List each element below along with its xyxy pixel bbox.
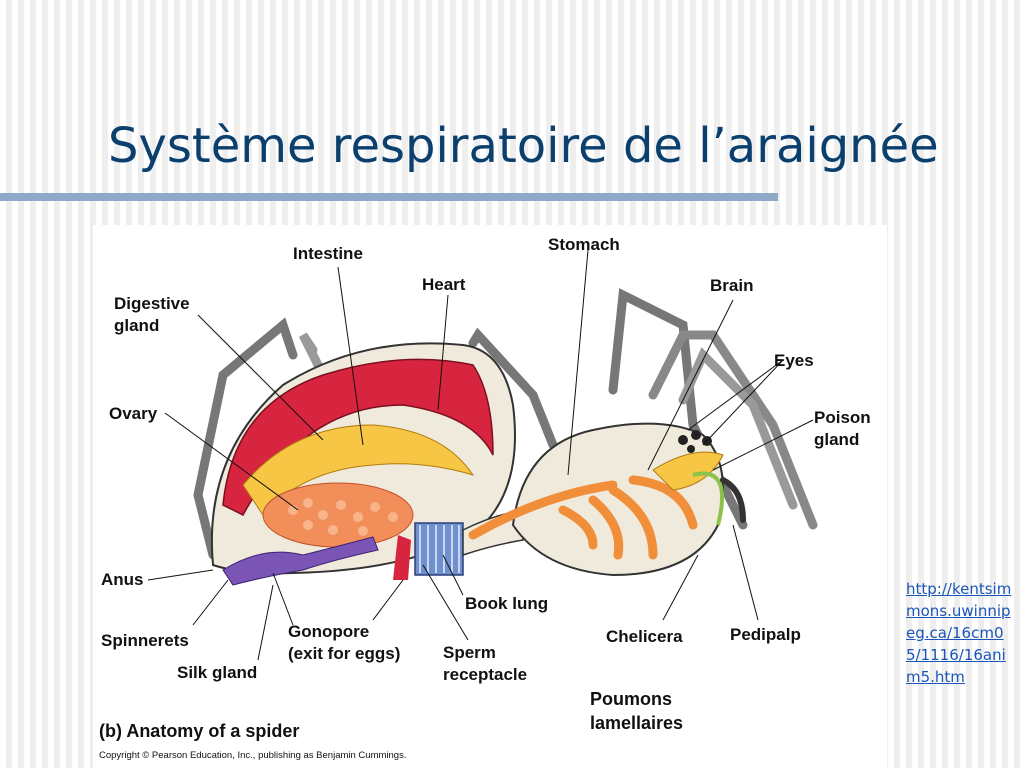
annotation-poumons-lamellaires: Poumons lamellaires: [590, 687, 683, 735]
poumons-line2: lamellaires: [590, 713, 684, 733]
spider-illustration: [147, 249, 818, 661]
label-eyes: Eyes: [774, 351, 814, 370]
leader-lines: [147, 249, 814, 661]
figure-caption: (b) Anatomy of a spider: [99, 721, 300, 741]
label-sperm-receptacle-line2: receptacle: [443, 665, 528, 684]
label-poison-gland-line1: Poison: [814, 408, 871, 427]
book-lung-lamellae: [419, 525, 460, 573]
label-digestive-gland-line2: gland: [114, 316, 160, 335]
label-pedipalp: Pedipalp: [730, 625, 801, 644]
label-gonopore-line1: Gonopore: [288, 622, 370, 641]
label-book-lung: Book lung: [465, 594, 549, 613]
label-anus: Anus: [101, 570, 144, 589]
title-divider: [0, 193, 778, 201]
label-spinnerets: Spinnerets: [101, 631, 189, 650]
figure-copyright: Copyright © Pearson Education, Inc., pub…: [99, 750, 407, 761]
source-link[interactable]: http://kentsimmons.uwinnipeg.ca/16cm05/1…: [906, 580, 1012, 686]
stomach-branches: [468, 475, 698, 560]
label-stomach: Stomach: [548, 235, 620, 254]
poumons-line1: Poumons: [590, 689, 673, 709]
label-poison-gland-line2: gland: [814, 430, 860, 449]
label-ovary: Ovary: [109, 404, 158, 423]
label-intestine: Intestine: [293, 244, 363, 263]
label-silk-gland: Silk gland: [177, 663, 258, 682]
label-heart: Heart: [422, 275, 466, 294]
spider-anatomy-figure: Intestine Stomach Heart Brain Digestive …: [93, 225, 887, 768]
label-gonopore-line2: (exit for eggs): [288, 644, 401, 663]
label-digestive-gland-line1: Digestive: [114, 294, 190, 313]
label-sperm-receptacle-line1: Sperm: [443, 643, 496, 662]
slide-title: Système respiratoire de l’araignée: [108, 118, 939, 174]
label-chelicera: Chelicera: [606, 627, 683, 646]
ovary-eggs: [288, 498, 398, 536]
label-brain: Brain: [710, 276, 754, 295]
